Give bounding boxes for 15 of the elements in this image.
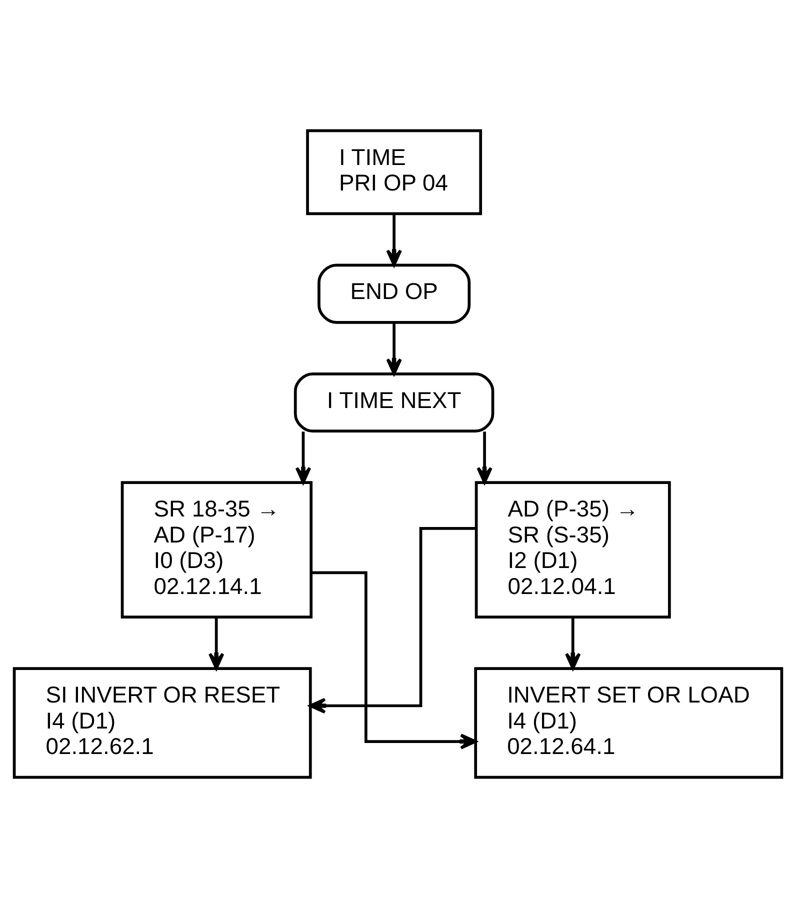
arrow (565, 616, 581, 670)
node-box: END OP (318, 263, 471, 324)
node-box: I TIME PRI OP 04 (306, 128, 482, 215)
arrow (476, 431, 492, 484)
node-box: SR 18-35 → AD (P-17) I0 (D3) 02.12.14.1 (120, 480, 313, 618)
node-box: SI INVERT OR RESET I4 (D1) 02.12.62.1 (12, 666, 312, 778)
arrow (386, 322, 402, 375)
node-box: INVERT SET OR LOAD I4 (D1) 02.12.64.1 (474, 666, 784, 778)
arrow (386, 214, 402, 266)
arrow (311, 570, 477, 749)
arrow (208, 616, 224, 670)
node-box: I TIME NEXT (294, 372, 494, 432)
arrow (308, 526, 476, 714)
node-box: AD (P-35) → SR (S-35) I2 (D1) 02.12.04.1 (474, 480, 671, 618)
arrow (295, 431, 312, 484)
